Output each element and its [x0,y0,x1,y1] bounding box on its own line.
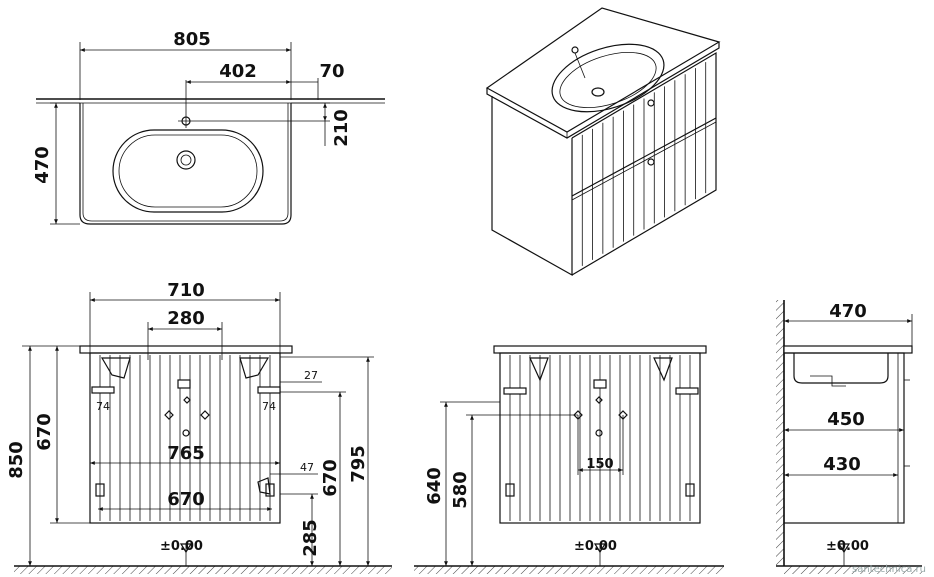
back-view: 640 580 150 ±0.00 [414,345,724,574]
watermark: santechnica.ru [852,564,926,575]
dim-210: 210 [331,109,352,147]
isometric-view [485,7,721,277]
dim-74-left: 74 [96,400,110,413]
side-view: 470 450 430 ±0.00 [776,300,922,574]
dim-side-470: 470 [829,301,867,322]
dim-765: 765 [167,443,205,464]
back-flutes [509,355,691,521]
iso-flutes [581,62,707,266]
dim-670-width: 670 [167,489,205,510]
dim-670-side: 670 [320,459,341,497]
dim-795: 795 [348,445,369,483]
dim-side-430: 430 [823,454,861,475]
dim-70: 70 [319,61,344,82]
dim-640: 640 [424,467,445,505]
dim-285: 285 [300,519,321,557]
dim-150: 150 [586,457,613,472]
dim-280: 280 [167,308,205,329]
front-flutes [99,355,271,521]
dim-670-height: 670 [34,413,55,451]
dim-side-450: 450 [827,409,865,430]
dim-470-depth: 470 [32,146,53,184]
floor-label-side: ±0.00 [826,539,869,554]
top-view: 805 402 70 210 470 [32,29,385,225]
dim-47: 47 [300,461,314,474]
dim-27: 27 [304,369,318,382]
dim-580: 580 [450,471,471,509]
dim-402: 402 [219,61,257,82]
dim-710: 710 [167,280,205,301]
dim-850: 850 [6,441,27,479]
dim-74-right: 74 [262,400,276,413]
floor-label-front: ±0.00 [160,539,203,554]
floor-label-back: ±0.00 [574,539,617,554]
dim-805: 805 [173,29,211,50]
front-view: 710 280 850 670 27 74 74 765 670 47 795 [6,280,392,574]
